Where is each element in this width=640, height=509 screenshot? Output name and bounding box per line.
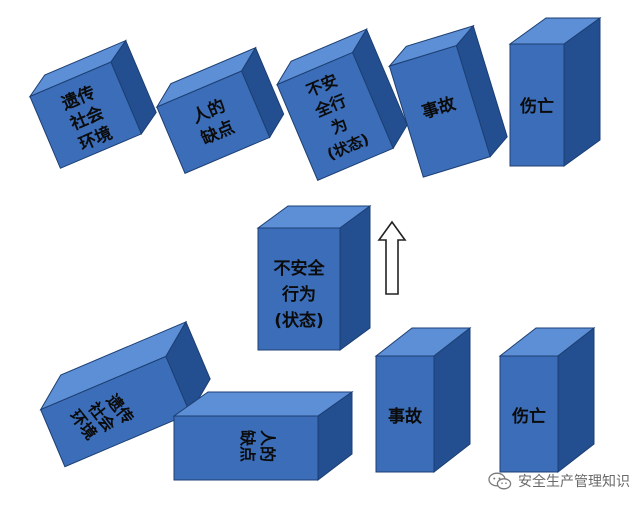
top-block-injury: 伤亡: [508, 17, 602, 167]
watermark: 安全生产管理知识: [488, 471, 630, 491]
bottom-block-person-fault: 人的 缺点: [172, 391, 354, 482]
bottom-person-line-1: 人的: [258, 430, 277, 462]
middle-unsafe-line-1: 不安全: [274, 258, 326, 279]
up-arrow-icon: [377, 220, 407, 295]
top-block-accident: 事故: [387, 24, 508, 178]
middle-unsafe-line-2: 行为: [281, 284, 316, 305]
top-injury-label: 伤亡: [519, 96, 554, 117]
bottom-block-accident: 事故: [374, 326, 472, 474]
top-block-unsafe-act: 不安 全行 为 (状态): [275, 28, 408, 181]
top-unsafe-line-3: 为: [328, 114, 350, 138]
watermark-text: 安全生产管理知识: [518, 474, 630, 490]
wechat-icon: [488, 472, 512, 490]
bottom-block-heredity: 遗传 社会 环境: [39, 320, 211, 468]
bottom-accident-label: 事故: [388, 406, 423, 427]
middle-unsafe-line-3: (状态): [274, 310, 324, 331]
top-block-heredity: 遗传 社会 环境: [28, 39, 157, 169]
bottom-block-injury: 伤亡: [498, 326, 596, 474]
bottom-injury-label: 伤亡: [511, 406, 546, 427]
middle-block-unsafe-act: 不安全 行为 (状态): [256, 205, 372, 351]
top-block-person-fault: 人的 缺点: [155, 46, 285, 174]
bottom-person-line-2: 缺点: [238, 430, 257, 462]
